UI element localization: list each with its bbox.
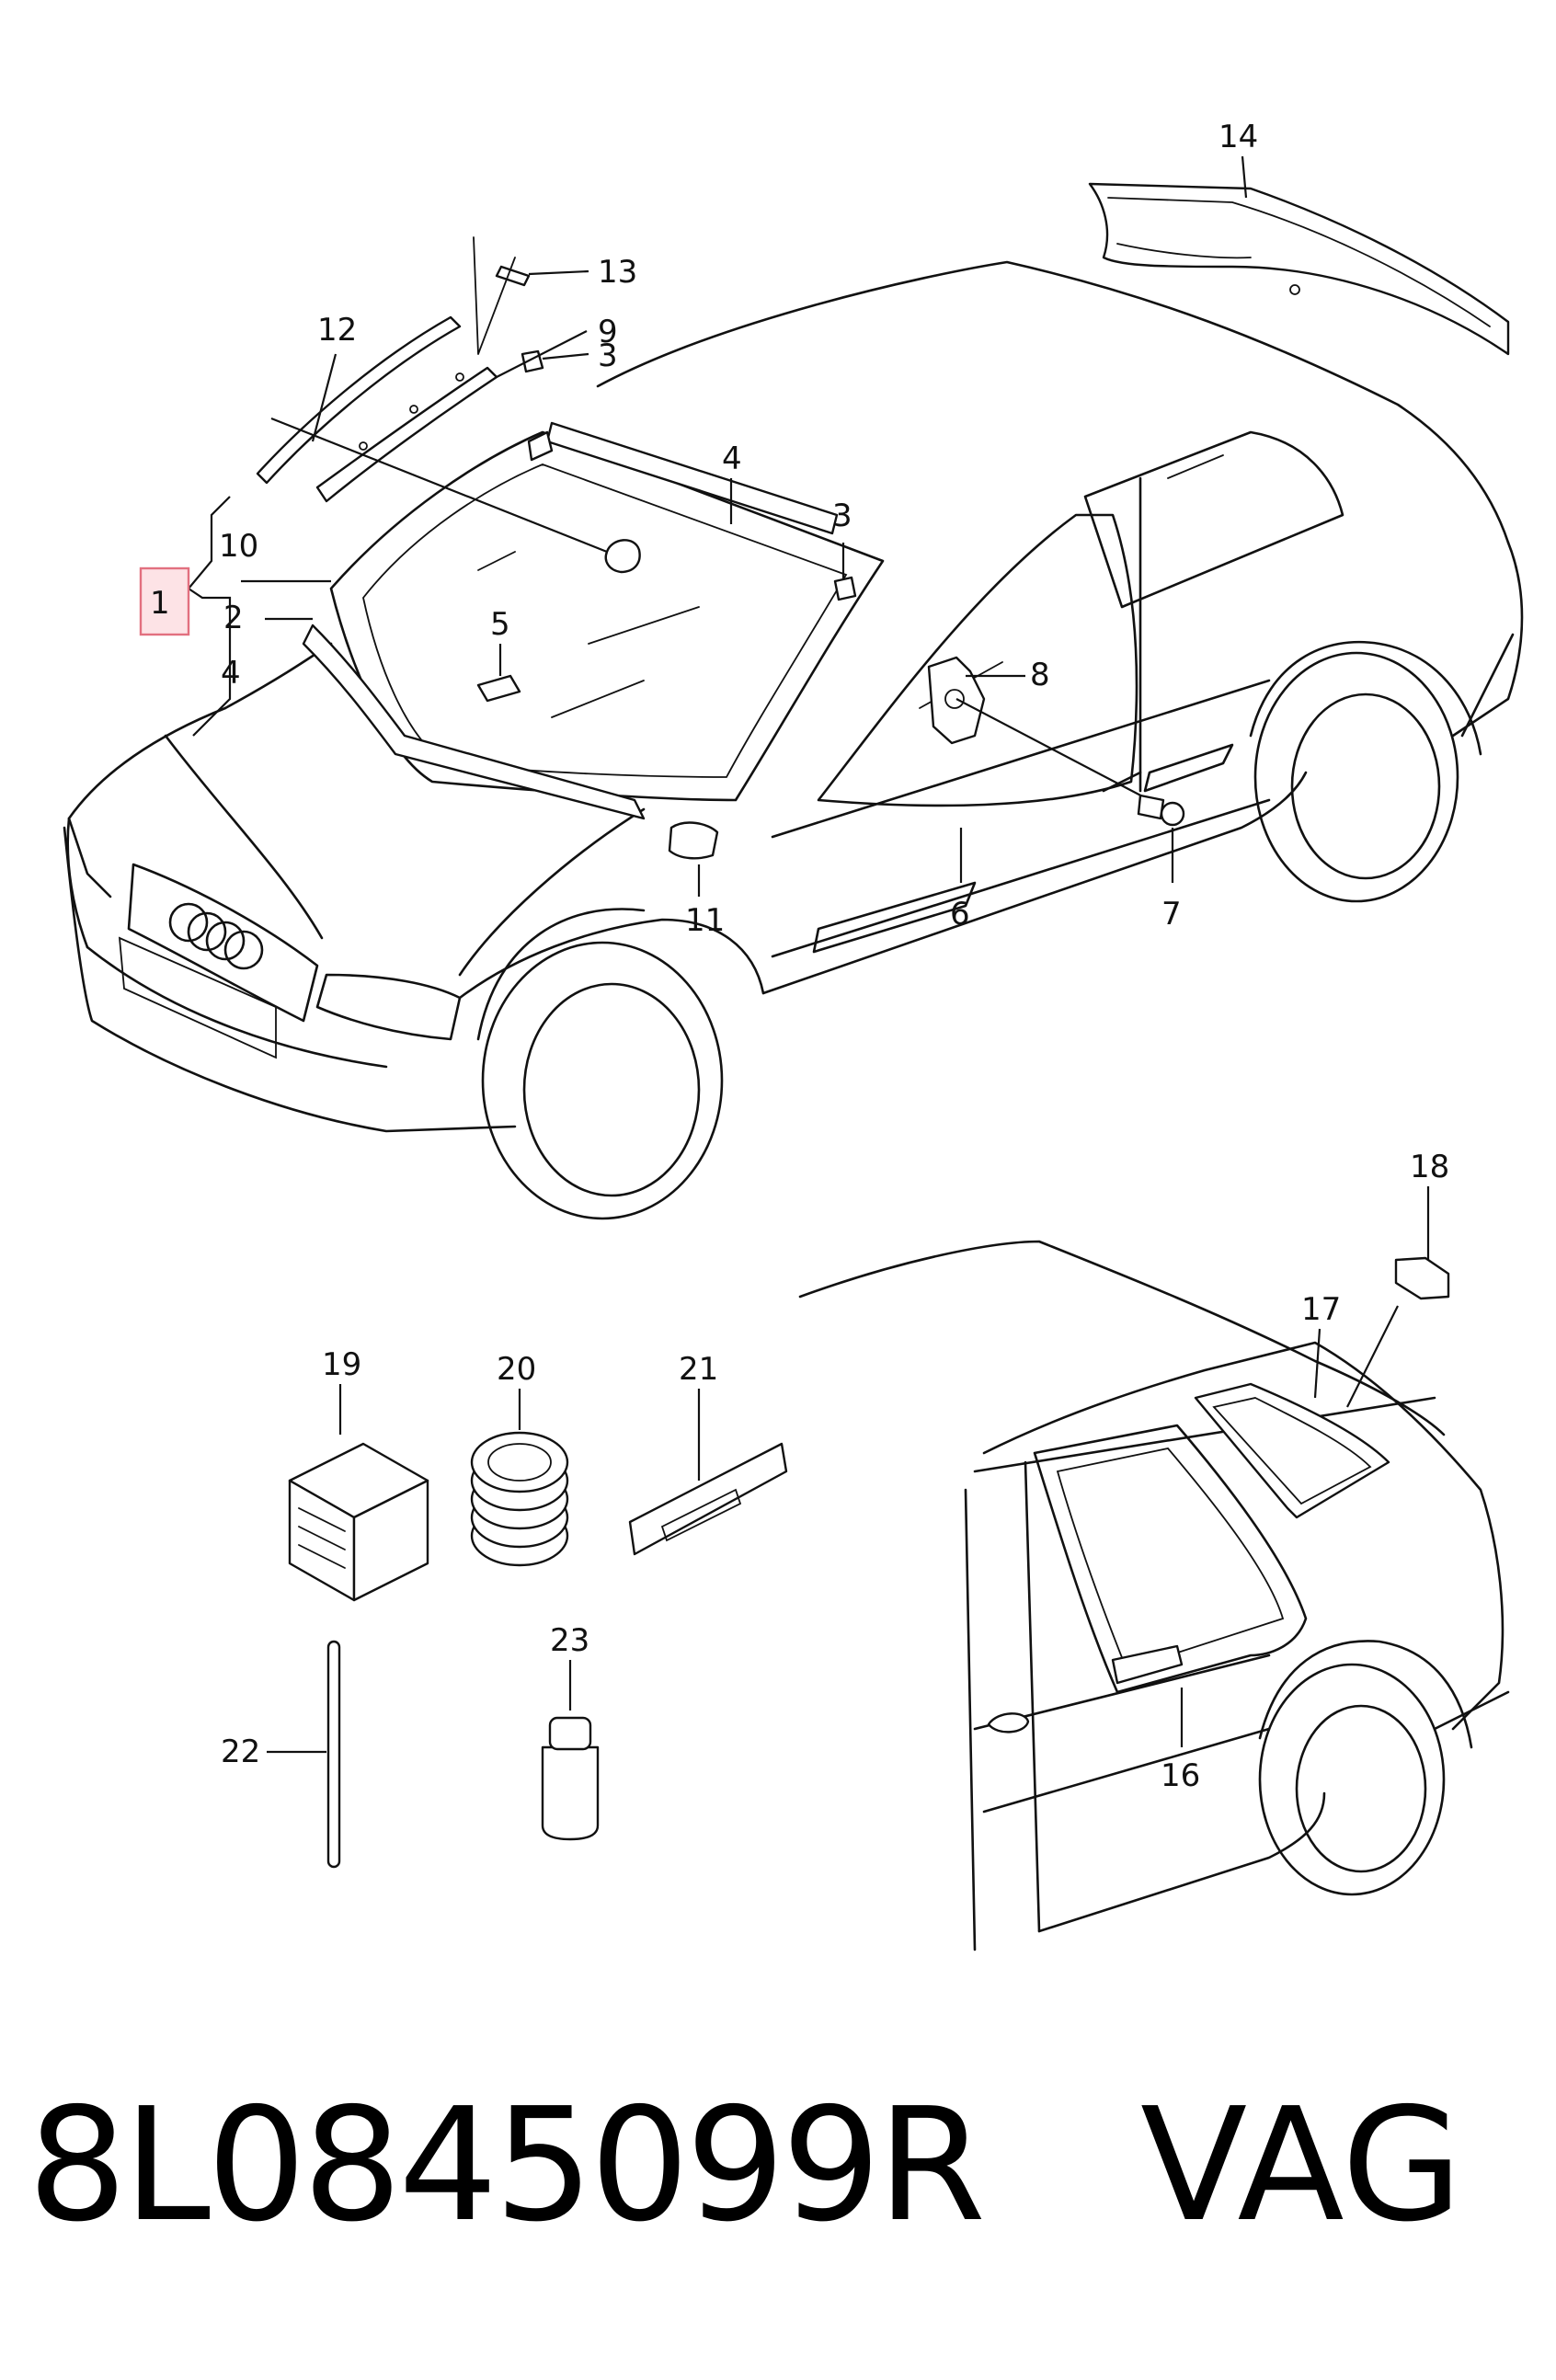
callout-2[interactable]: 2 bbox=[223, 600, 244, 636]
callout-14[interactable]: 14 bbox=[1218, 119, 1258, 155]
callout-7[interactable]: 7 bbox=[1161, 896, 1182, 933]
callout-5[interactable]: 5 bbox=[490, 606, 510, 643]
part-21-packet bbox=[628, 1442, 788, 1556]
callout-21[interactable]: 21 bbox=[679, 1351, 718, 1388]
part-12-strip bbox=[256, 315, 462, 485]
callout-6[interactable]: 6 bbox=[950, 896, 970, 933]
callout-11[interactable]: 11 bbox=[685, 902, 725, 939]
callout-18[interactable]: 18 bbox=[1410, 1149, 1449, 1185]
callout-8[interactable]: 8 bbox=[1030, 657, 1050, 693]
car-front-view bbox=[63, 182, 1524, 1220]
part-18-clip bbox=[1394, 1256, 1450, 1300]
callout-23[interactable]: 23 bbox=[550, 1622, 589, 1659]
car-rear-view bbox=[798, 1240, 1510, 1951]
leader-lines bbox=[188, 155, 1430, 1754]
callout-9[interactable]: 9 bbox=[598, 314, 618, 350]
callout-1[interactable]: 1 bbox=[150, 585, 170, 622]
part-7-bolt bbox=[955, 698, 1185, 827]
callout-17[interactable]: 17 bbox=[1301, 1291, 1341, 1328]
part-17-rear-side-window bbox=[1194, 1382, 1390, 1519]
part-2-trim bbox=[302, 624, 646, 820]
callout-4-left[interactable]: 4 bbox=[221, 655, 241, 692]
part-9-strip bbox=[315, 366, 498, 503]
callout-10[interactable]: 10 bbox=[219, 528, 258, 565]
callout-12[interactable]: 12 bbox=[317, 312, 357, 349]
audi-rings-logo bbox=[168, 902, 264, 970]
callout-20[interactable]: 20 bbox=[497, 1351, 536, 1388]
callout-16[interactable]: 16 bbox=[1161, 1757, 1200, 1794]
part-16-channel bbox=[1111, 1644, 1184, 1685]
footer-caption: 8L0845099R VAG bbox=[28, 2028, 1536, 2304]
part-14-rear-window-seal bbox=[1088, 182, 1510, 356]
part-19-box bbox=[288, 1442, 429, 1602]
door-handle bbox=[987, 1712, 1030, 1734]
part-10-mirror-mount bbox=[604, 539, 641, 574]
callout-3-right[interactable]: 3 bbox=[832, 498, 852, 534]
callout-13[interactable]: 13 bbox=[598, 254, 637, 291]
part-13-pin bbox=[495, 265, 531, 287]
part-3-clip-b bbox=[833, 576, 857, 601]
callout-19[interactable]: 19 bbox=[322, 1346, 361, 1383]
brand-name: VAG bbox=[1140, 2075, 1463, 2257]
part-number: 8L0845099R bbox=[28, 2075, 986, 2257]
selected-callout-highlight[interactable] bbox=[139, 566, 190, 636]
part-9-dots bbox=[359, 372, 464, 451]
part-11-mirror bbox=[668, 821, 719, 860]
part-23-bottle bbox=[541, 1716, 600, 1841]
callout-22[interactable]: 22 bbox=[221, 1734, 260, 1770]
callout-4-top[interactable]: 4 bbox=[722, 441, 742, 477]
part-5-sensor bbox=[476, 674, 521, 703]
callout-3-top[interactable]: 3 bbox=[598, 338, 618, 374]
part-22-rod bbox=[326, 1640, 341, 1869]
part-8-door-striker bbox=[927, 656, 986, 745]
part-4-trim bbox=[527, 421, 839, 535]
part-20-tape-roll bbox=[470, 1431, 569, 1567]
